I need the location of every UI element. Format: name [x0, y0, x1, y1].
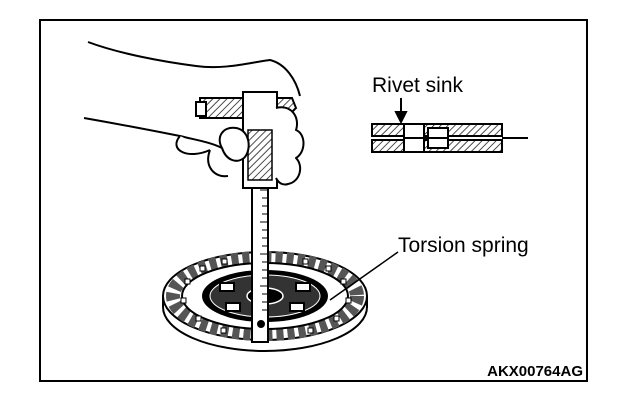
vernier-caliper — [195, 91, 298, 343]
torsion-spring-leader — [329, 251, 399, 301]
rivet-sink-label: Rivet sink — [372, 74, 464, 97]
figure-code: AKX00764AG — [487, 363, 583, 380]
hand-holding-caliper — [83, 41, 305, 186]
diagram-frame — [39, 19, 588, 382]
facing-rivets — [180, 258, 352, 334]
torsion-spring-label: Torsion spring — [398, 234, 529, 257]
rivet-sink-detail — [371, 98, 528, 153]
